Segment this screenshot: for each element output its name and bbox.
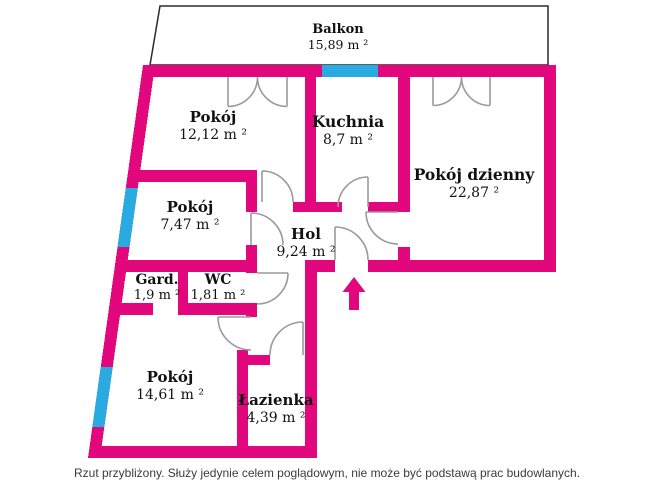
room-area: 9,24 m ² [276,244,336,260]
room-name: Pokój [189,108,237,126]
wall-hall-top-left [293,202,342,212]
room-label-wc: WC 1,81 m ² [191,272,246,304]
wall-wc-bottom [178,303,257,315]
door-room1461 [217,316,252,351]
wall-right [544,65,556,272]
window-kitchen [322,65,378,77]
room-label-balkon: Balkon 15,89 m ² [308,22,369,52]
room-name: Hol [291,225,321,243]
wall-bathroom-left [237,350,248,458]
windows [92,65,378,427]
room-label-pokoj-dzienny: Pokój dzienny 22,87 ² [414,166,535,203]
room-area: 22,87 ² [448,185,500,201]
wall-hall-top-right [368,202,398,212]
disclaimer-text: Rzut przybliżony. Służy jedynie celem po… [73,466,581,480]
room-label-gard: Gard. 1,9 m ² [134,272,180,304]
room-name: WC [204,272,232,288]
room-name: Kuchnia [311,112,385,131]
room-area: 8,7 m ² [322,132,374,148]
room-name: Gard. [135,272,179,288]
door-balcony-living [432,76,491,107]
room-label-pokoj-1461: Pokój 14,61 m ² [136,368,204,405]
interior-walls [120,77,410,458]
room-area: 7,47 m ² [160,217,220,233]
room-area: 1,81 m ² [190,288,246,303]
room-label-pokoj-12: Pokój 12,12 m ² [179,108,247,145]
room-label-pokoj-747: Pokój 7,47 m ² [161,198,220,235]
door-bathroom [269,321,304,356]
wall-bathroom-top [237,355,270,365]
wall-kitchen-living-top [398,77,410,212]
window-room-1461 [92,367,113,427]
wall-room12-kitchen [305,77,316,207]
room-area: 1,9 m ² [133,288,181,303]
wall-lower-right [305,260,317,458]
door-kitchen [337,176,369,208]
wall-kitchen-living-bottom [398,247,410,272]
room-label-hol: Hol 9,24 m ² [277,225,336,262]
door-entrance [334,226,369,261]
room-area: 15,89 m ² [307,37,369,52]
wall-left-diagonal [88,65,155,458]
wall-bottom [88,446,317,458]
door-room747 [250,212,284,246]
door-wc [256,272,289,305]
room-name: Pokój dzienny [413,165,535,184]
room-name: Łazienka [238,391,314,409]
door-room12 [261,170,294,203]
room-label-kuchnia: Kuchnia 8,7 m ² [312,113,384,150]
wall-room747-bottom [126,260,257,272]
wall-livingroom-bottom [368,260,556,272]
entrance-arrow-icon [342,277,366,310]
room-area: 4,39 m ² [246,410,306,426]
room-name: Pokój [146,368,194,386]
door-living [365,211,399,245]
window-room-747 [117,188,138,247]
room-name: Pokój [166,198,214,216]
door-balcony-room12 [227,76,288,108]
exterior-walls [88,65,557,458]
wall-gard-bottom [120,303,153,315]
room-area: 12,12 m ² [179,127,247,143]
room-area: 14,61 m ² [136,387,204,403]
wall-hall-left-upper [246,170,257,212]
wall-gard-wc [178,272,188,312]
room-name: Balkon [312,22,364,37]
wall-hall-left-mid [246,245,257,273]
doors [217,76,491,356]
room-label-lazienka: Łazienka 4,39 m ² [238,391,313,428]
wall-room12-room747 [138,170,250,182]
